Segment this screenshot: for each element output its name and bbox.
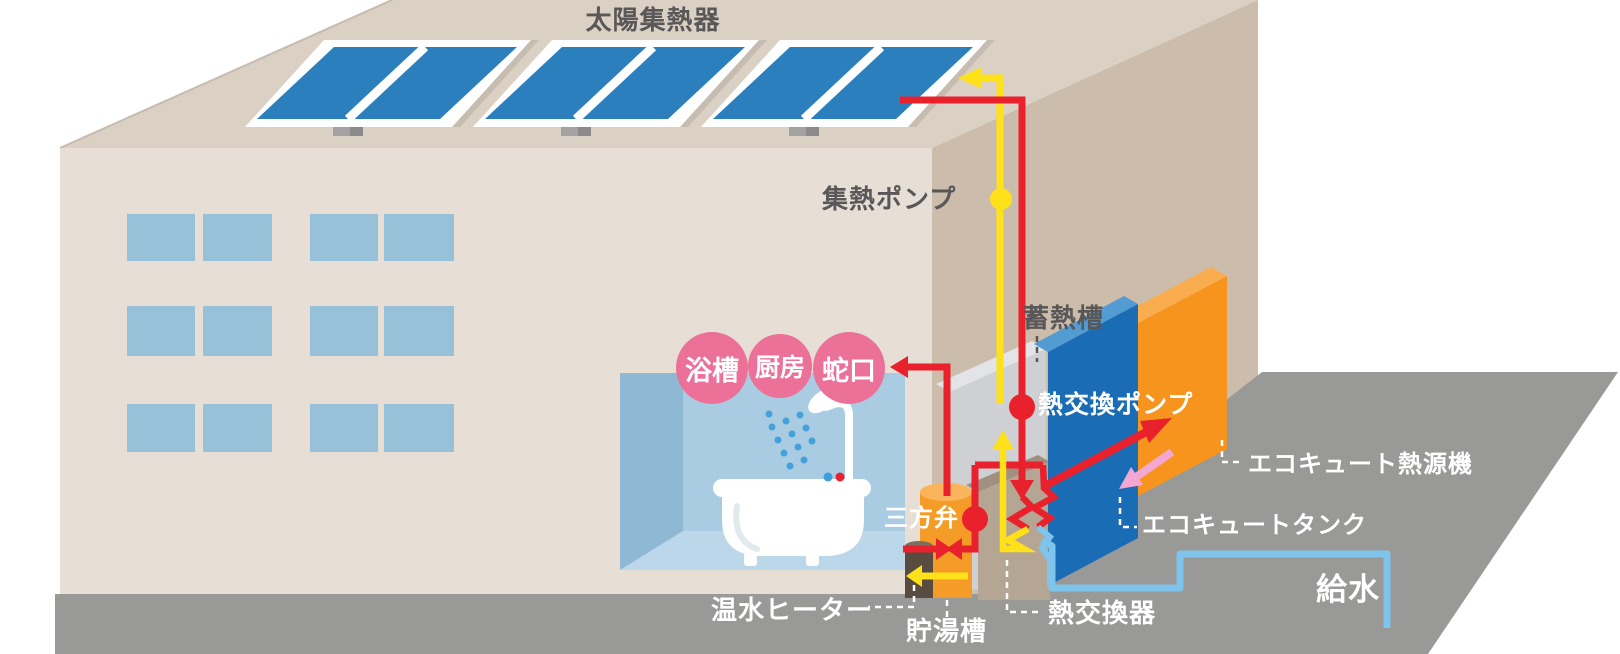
usage-badge-label: 浴槽 <box>685 355 739 387</box>
label-three-way-valve: 三方弁 <box>884 504 959 532</box>
bathroom-cutaway <box>620 373 905 570</box>
window <box>127 306 195 356</box>
roof-edge <box>59 0 393 149</box>
ecocute-exchange-arrows <box>1041 418 1175 491</box>
label-hot-water-storage-tank: 貯湯槽 <box>906 617 988 647</box>
window <box>127 214 195 261</box>
water-supply-pipe <box>1040 536 1391 628</box>
label-ecocute-tank: エコキュートタンク <box>1142 511 1367 539</box>
bathtub-rim <box>713 479 871 497</box>
heat-exchange-pump-dot <box>1009 394 1035 420</box>
collector-supply-pipe <box>900 96 1043 560</box>
window <box>203 214 272 261</box>
label-heat-storage-tank: 蓄熱槽 <box>1023 304 1105 334</box>
bathtub-foot <box>744 553 757 566</box>
water-droplets <box>765 410 816 470</box>
usage-badge-label: 厨房 <box>754 353 805 382</box>
label-solar-collector: 太陽集熱器 <box>585 6 721 36</box>
solar-panel-group <box>245 40 539 136</box>
window <box>310 404 378 452</box>
bathtub-icon <box>713 472 871 566</box>
label-hot-water-heater: 温水ヒーター <box>711 596 874 626</box>
collector-return-pipe <box>958 67 1012 404</box>
label-water-supply: 給水 <box>1316 572 1380 608</box>
label-ecocute-heat-source: エコキュート熱源機 <box>1248 450 1473 478</box>
window <box>203 404 272 452</box>
window <box>310 306 378 356</box>
label-heat-exchange-pump: 熱交換ポンプ <box>1038 390 1194 419</box>
label-connectors <box>868 336 1242 622</box>
window <box>310 214 378 261</box>
label-collector-pump: 集熱ポンプ <box>822 185 957 215</box>
window <box>384 306 454 356</box>
solar-panel-group <box>473 40 767 136</box>
label-heat-exchanger: 熱交換器 <box>1048 599 1157 629</box>
window <box>384 214 454 261</box>
bathroom-left-wall <box>620 373 683 570</box>
window <box>203 306 272 356</box>
solar-panels <box>245 40 995 136</box>
usage-badge-label: 蛇口 <box>822 355 876 387</box>
heater-exchange-arrows <box>906 565 968 587</box>
window <box>384 404 454 452</box>
collector-pump-dot <box>990 188 1012 210</box>
usage-badge-kitchen: 厨房 <box>748 334 812 398</box>
ground <box>55 372 1618 654</box>
bathtub-foot <box>806 553 819 566</box>
usage-badge-bathtub: 浴槽 <box>676 332 748 404</box>
windows <box>127 214 454 452</box>
cold-tap-dot <box>823 472 833 482</box>
usage-badge-faucet: 蛇口 <box>813 332 885 404</box>
hot-tap-dot <box>835 472 845 482</box>
tap-supply-pipe <box>890 356 951 496</box>
ecocute-tank-unit <box>1034 296 1138 586</box>
window <box>127 404 195 452</box>
